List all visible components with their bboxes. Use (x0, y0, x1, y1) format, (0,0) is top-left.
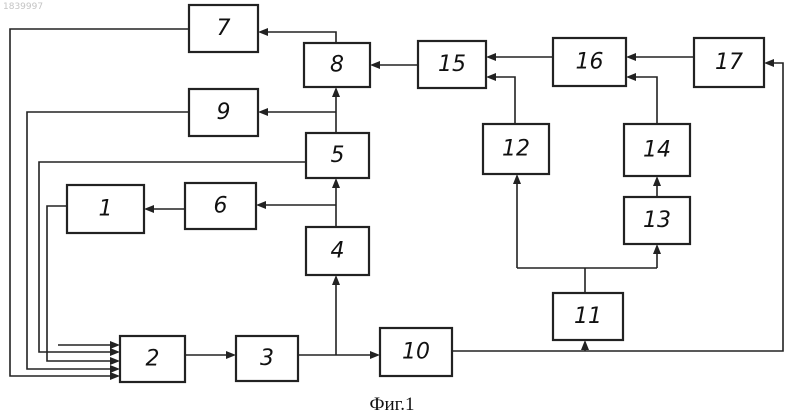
svg-text:16: 16 (576, 50, 604, 75)
arrowhead (332, 275, 340, 285)
arrowhead (486, 73, 496, 81)
svg-text:10: 10 (402, 340, 430, 365)
svg-text:3: 3 (260, 346, 274, 371)
block-15: 15 (418, 41, 486, 88)
arrowhead (626, 53, 636, 61)
wire-14-16 (634, 77, 657, 124)
svg-text:8: 8 (330, 53, 344, 78)
svg-text:7: 7 (217, 16, 231, 41)
svg-text:9: 9 (217, 100, 231, 125)
svg-text:1: 1 (99, 197, 113, 222)
arrowhead (370, 351, 380, 359)
svg-text:5: 5 (331, 143, 345, 168)
svg-text:12: 12 (502, 137, 530, 162)
arrowhead (653, 176, 661, 186)
block-9: 9 (189, 89, 258, 136)
block-2: 2 (120, 336, 185, 382)
block-1: 1 (67, 185, 144, 233)
svg-text:11: 11 (574, 304, 602, 329)
block-6: 6 (185, 183, 256, 229)
block-5: 5 (306, 133, 369, 178)
figure-caption: Фиг.1 (369, 394, 414, 415)
block-14: 14 (624, 124, 690, 176)
patent-number-watermark: 1839997 (3, 2, 43, 12)
block-7: 7 (189, 5, 258, 52)
arrowhead (370, 61, 380, 69)
arrowhead (486, 53, 496, 61)
block-8: 8 (304, 43, 370, 87)
arrowhead (110, 372, 120, 380)
block-13: 13 (624, 197, 690, 244)
wire-12-15 (494, 77, 515, 124)
svg-text:13: 13 (643, 208, 671, 233)
wire-9-2 (27, 112, 189, 369)
arrowhead (226, 351, 236, 359)
arrowhead (764, 59, 774, 67)
block-4: 4 (306, 227, 369, 275)
arrowhead (110, 348, 120, 356)
arrowhead (144, 205, 154, 213)
arrowhead (332, 87, 340, 97)
arrowhead (653, 244, 661, 254)
svg-text:4: 4 (331, 239, 345, 264)
block-17: 17 (694, 38, 764, 87)
arrowhead (332, 178, 340, 188)
arrowhead (256, 201, 266, 209)
svg-text:6: 6 (214, 194, 228, 219)
block-3: 3 (236, 336, 298, 381)
svg-text:15: 15 (438, 52, 466, 77)
arrowhead (258, 108, 268, 116)
svg-text:17: 17 (715, 50, 743, 75)
arrowhead (110, 341, 120, 349)
arrowhead (258, 28, 268, 36)
arrowhead (626, 73, 636, 81)
arrowhead (513, 174, 521, 184)
block-10: 10 (380, 328, 452, 376)
svg-text:14: 14 (643, 138, 671, 163)
arrowhead (110, 357, 120, 365)
block-16: 16 (553, 38, 626, 86)
wire-8-7 (266, 32, 336, 43)
block-12: 12 (483, 124, 549, 174)
arrowhead (110, 365, 120, 373)
block-11: 11 (553, 293, 623, 340)
svg-text:2: 2 (146, 347, 160, 372)
arrowhead (581, 340, 589, 350)
